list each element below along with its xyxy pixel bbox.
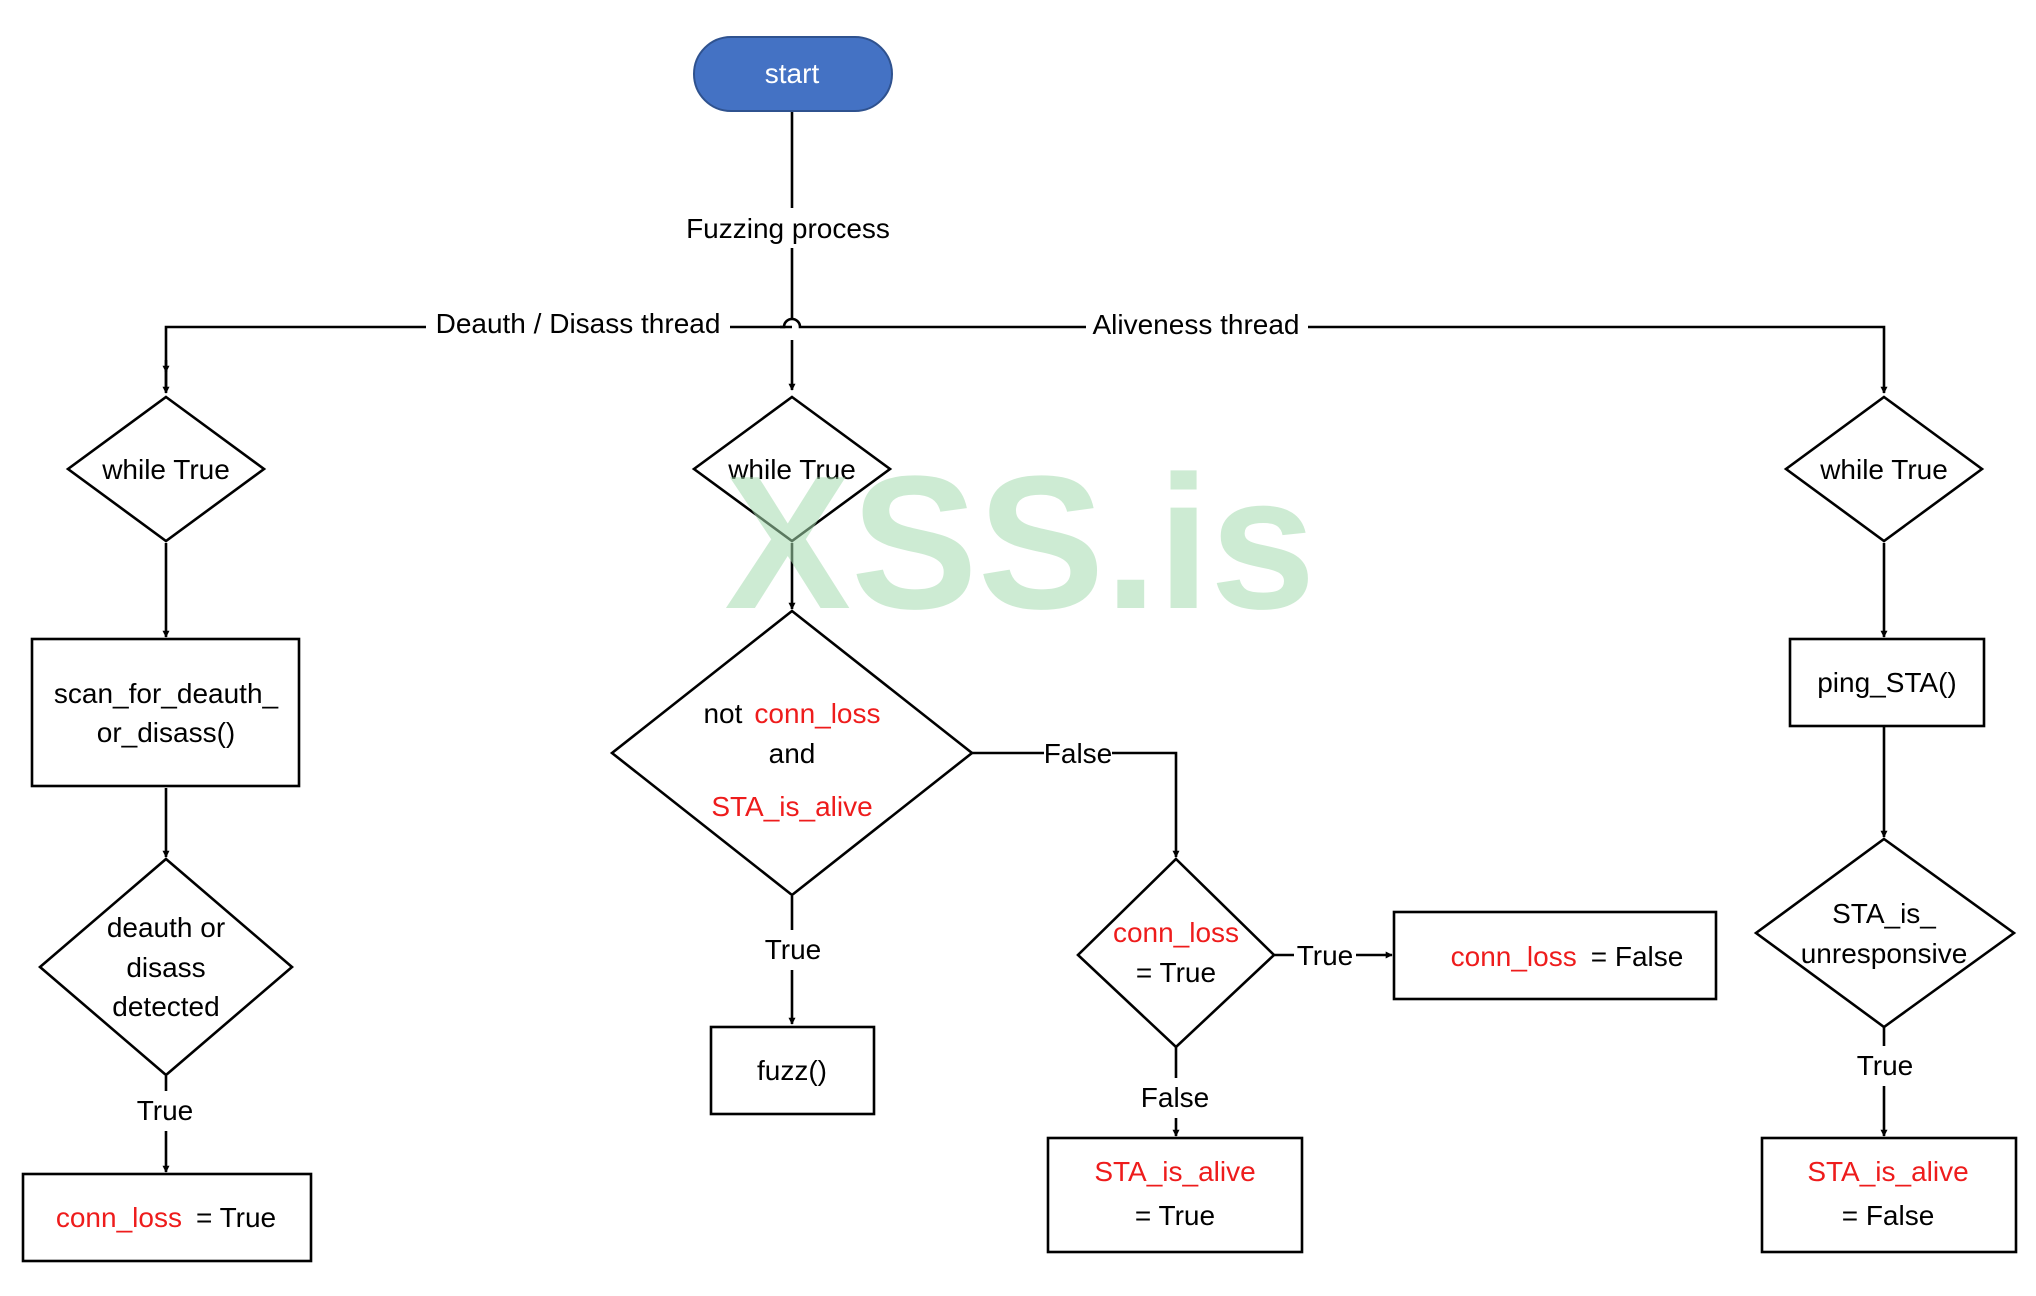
sta-alive-false-val: = False [1842, 1200, 1935, 1231]
scan-label-line1: scan_for_deauth_ [54, 678, 279, 709]
edge-label-cond-true: True [765, 934, 822, 965]
sta-alive-true-var: STA_is_alive [1094, 1156, 1255, 1187]
condition-decision [609, 609, 975, 897]
ping-label: ping_STA() [1817, 667, 1957, 698]
edge-label-deauth-true: True [137, 1095, 194, 1126]
cond-label-sta-alive: STA_is_alive [711, 791, 872, 822]
conn-loss-false-label: conn_loss= False [1451, 941, 1684, 972]
edge-label-cond-false: False [1044, 738, 1112, 769]
conn-loss-true-label: conn_loss= True [56, 1202, 276, 1233]
scan-label-line2: or_disass() [97, 717, 235, 748]
conn-loss-decision-var: conn_loss [1113, 917, 1239, 948]
watermark: XSS.is [724, 437, 1315, 649]
unresponsive-decision [1753, 837, 2017, 1029]
left-while-label: while True [101, 454, 230, 485]
edge-label-deauth-thread: Deauth / Disass thread [436, 308, 721, 339]
detect-label-line1: deauth or [107, 912, 225, 943]
conn-loss-decision [1076, 857, 1276, 1049]
cond-label-and: and [769, 738, 816, 769]
ping-process-box [1788, 637, 1986, 728]
left-while-decision [65, 395, 267, 543]
edge-label-aliveness-thread: Aliveness thread [1092, 309, 1299, 340]
edge-label-conn-true: True [1297, 940, 1354, 971]
start-label: start [765, 58, 820, 89]
conn-loss-decision-val: = True [1136, 957, 1216, 988]
connector-cond-false [972, 751, 1180, 858]
scan-process-box [30, 637, 301, 788]
fuzz-process-box [709, 1025, 876, 1116]
unresp-label-line2: unresponsive [1801, 938, 1968, 969]
fuzz-label: fuzz() [757, 1055, 827, 1086]
conn-loss-true-box [21, 1172, 313, 1263]
start-terminator [693, 36, 893, 112]
sta-alive-true-val: = True [1135, 1200, 1215, 1231]
sta-alive-true-box [1046, 1136, 1304, 1254]
right-while-label: while True [1819, 454, 1948, 485]
center-while-decision [691, 395, 893, 543]
conn-loss-false-box [1392, 910, 1718, 1001]
sta-alive-false-box [1760, 1136, 2018, 1254]
center-while-label: while True [727, 454, 856, 485]
connector-right-branch [780, 317, 1888, 394]
edge-label-fuzzing-process: Fuzzing process [686, 213, 890, 244]
detect-label-line3: detected [112, 991, 219, 1022]
detect-label-line2: disass [126, 952, 205, 983]
deauth-detected-decision [38, 857, 294, 1077]
right-while-decision [1783, 395, 1985, 543]
edge-label-conn-false: False [1141, 1082, 1209, 1113]
sta-alive-false-var: STA_is_alive [1807, 1156, 1968, 1187]
edge-label-unresponsive-true: True [1857, 1050, 1914, 1081]
unresp-label-line1: STA_is_ [1832, 898, 1936, 929]
